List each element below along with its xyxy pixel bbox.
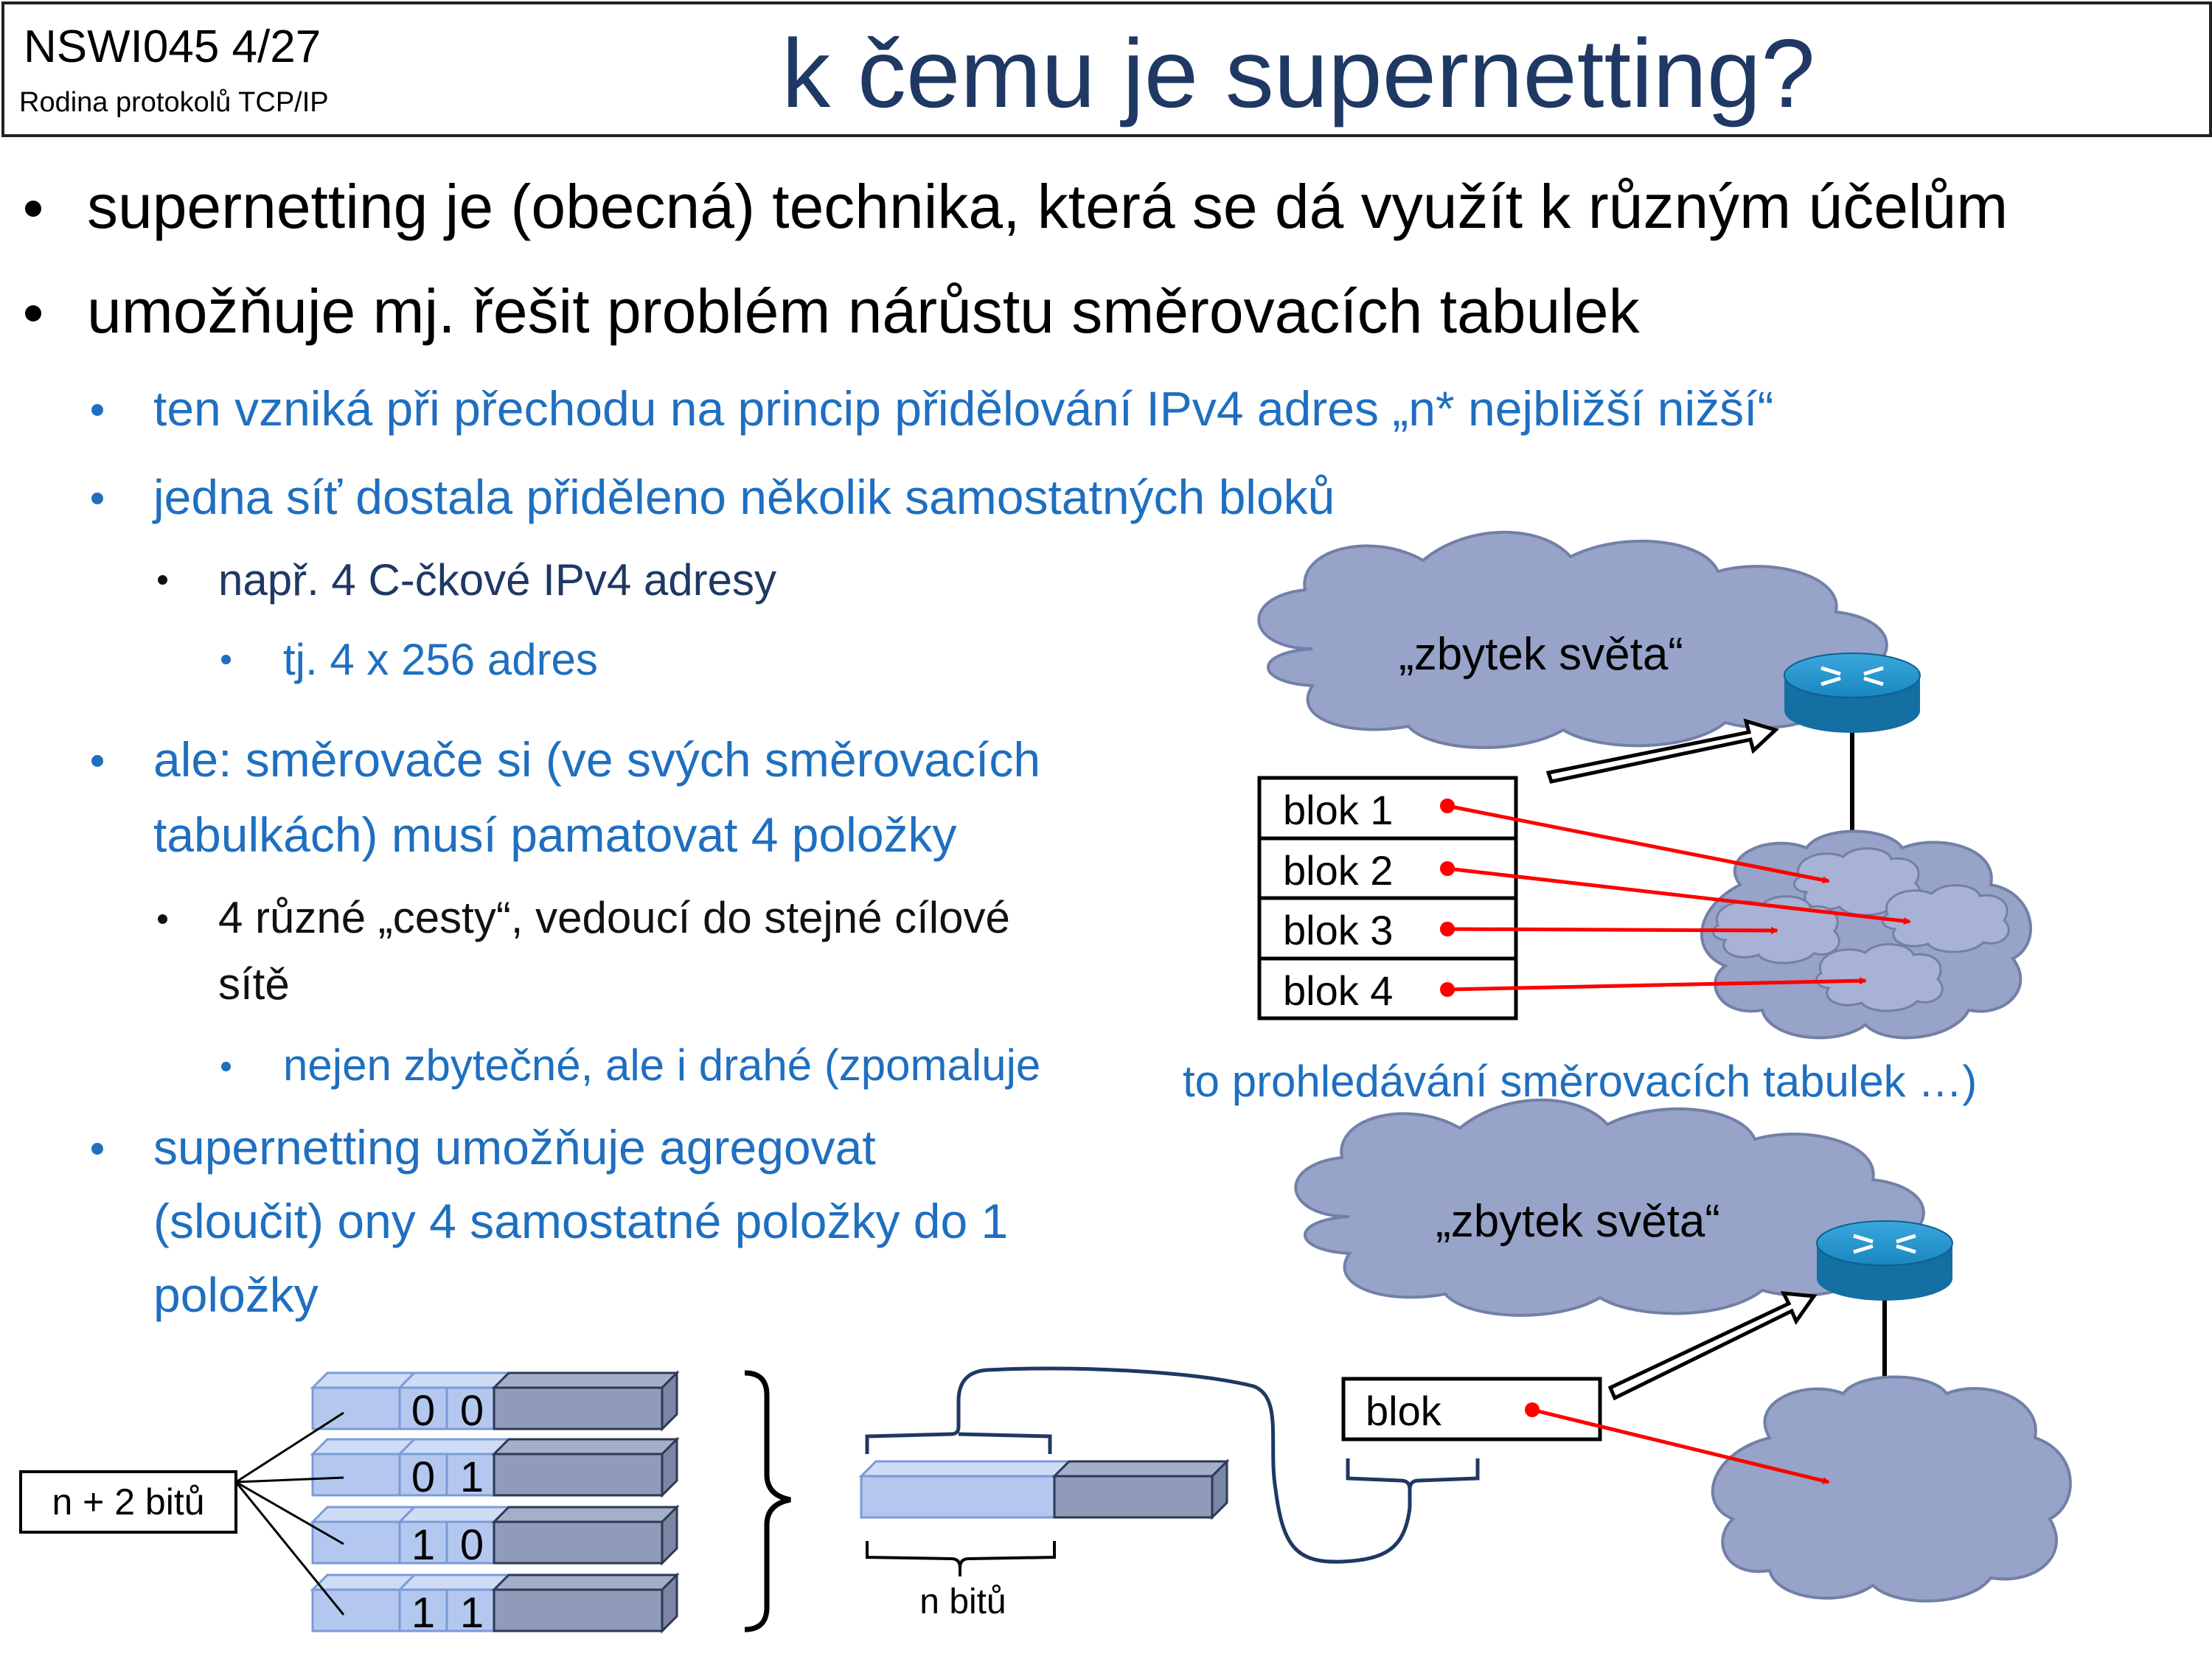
bullet-level4: tj. 4 x 256 adres	[283, 635, 598, 684]
bullet-level3: 4 různé „cesty“, vedoucí do stejné cílov…	[218, 893, 1010, 942]
bit-digit: 0	[411, 1387, 435, 1435]
prefix-bracket-top-right	[958, 1432, 1052, 1454]
bullet-level3: např. 4 C-čkové IPv4 adresy	[218, 555, 777, 605]
bit-digit: 1	[460, 1453, 484, 1501]
bottom-red-arrow	[1525, 1402, 1830, 1484]
bullet-level4: nejen zbytečné, ale i drahé (zpomaluje	[283, 1040, 1041, 1090]
block-label-4: blok 4	[1283, 967, 1393, 1014]
bullet-level3-cont: sítě	[218, 959, 290, 1009]
bullet-dot	[91, 493, 103, 504]
bullet-dot	[25, 305, 41, 321]
bit-digit: 0	[460, 1521, 484, 1569]
bottom-router-icon	[1816, 1220, 1953, 1416]
bullet-level2: jedna síť dostala přiděleno několik samo…	[153, 470, 1335, 524]
top-router-icon	[1784, 653, 1921, 855]
bits-row-11	[310, 1572, 680, 1634]
page-title: k čemu je supernetting?	[782, 19, 1815, 128]
course-name: Rodina protokolů TCP/IP	[19, 87, 329, 118]
bottom-aggregate-arrow	[1607, 1291, 1818, 1401]
bits-row-10	[310, 1504, 680, 1566]
bullet-dot	[25, 201, 41, 217]
bullet-level1: umožňuje mj. řešit problém nárůstu směro…	[87, 276, 1640, 346]
top-world-cloud	[1257, 530, 1888, 749]
bottom-cloud-label: „zbytek světa“	[1436, 1196, 1720, 1247]
bullet-level2: supernetting umožňuje agregovat	[153, 1120, 876, 1175]
bullet-dot	[91, 755, 103, 767]
bottom-destination-cloud	[1711, 1375, 2072, 1603]
bottom-world-cloud	[1294, 1098, 1925, 1317]
bullet-level2-cont: tabulkách) musí pamatovat 4 položky	[153, 807, 957, 862]
aggregated-bits-bar	[858, 1458, 1230, 1520]
bullet-dot	[158, 575, 167, 585]
bit-digit: 1	[460, 1589, 484, 1637]
bullet-dot	[221, 655, 231, 664]
n-plus-2-label: n + 2 bitů	[52, 1481, 204, 1523]
bit-digit: 1	[411, 1589, 435, 1637]
curly-brace	[744, 1370, 791, 1632]
bullet-level2: ale: směrovače si (ve svých směrovacích	[153, 732, 1041, 787]
bit-digit: 0	[411, 1453, 435, 1501]
header: NSWI045 4/27 Rodina protokolů TCP/IP k č…	[0, 0, 2212, 140]
top-destination-cloud	[1700, 830, 2032, 1040]
bits-row-00	[310, 1370, 680, 1432]
bullet-dot	[221, 1062, 231, 1071]
bullet-level2-cont: položky	[153, 1267, 319, 1322]
n-bits-label: n bitů	[919, 1582, 1006, 1621]
bullet-level4-cont: to prohledávání směrovacích tabulek …)	[1183, 1057, 1978, 1106]
n-plus-2-label-box	[19, 1411, 345, 1615]
bullet-dot	[91, 1143, 103, 1155]
block-label-1: blok 1	[1283, 787, 1393, 833]
bit-digit: 0	[460, 1387, 484, 1435]
bullet-level2-cont: (sloučit) ony 4 samostatné položky do 1	[153, 1194, 1009, 1248]
bits-rows	[310, 1370, 680, 1634]
course-info-box: NSWI045 4/27 Rodina protokolů TCP/IP	[1, 1, 391, 137]
block-label-3: blok 3	[1283, 907, 1393, 953]
bit-digit: 1	[411, 1521, 435, 1569]
bullet-dot	[158, 914, 167, 924]
bits-row-01	[310, 1436, 680, 1498]
bottom-block-label: blok	[1366, 1388, 1442, 1434]
n-bits-bracket	[866, 1541, 1056, 1576]
block-label-2: blok 2	[1283, 847, 1393, 894]
title-box: k čemu je supernetting?	[388, 1, 2212, 137]
top-cloud-label: „zbytek světa“	[1399, 629, 1683, 680]
top-block-table	[1257, 776, 1518, 1020]
bullet-level2: ten vzniká při přechodu na princip přidě…	[153, 381, 1774, 436]
top-aggregate-arrow	[1545, 718, 1779, 784]
course-code: NSWI045 4/27	[24, 21, 321, 72]
bullet-dot	[91, 404, 103, 416]
block-brace	[1346, 1458, 1480, 1508]
bullet-level1: supernetting je (obecná) technika, která…	[87, 172, 2008, 241]
bottom-block-box	[1341, 1377, 1602, 1441]
top-red-arrows	[1440, 799, 1911, 997]
prefix-bracket-top	[865, 1366, 1412, 1564]
